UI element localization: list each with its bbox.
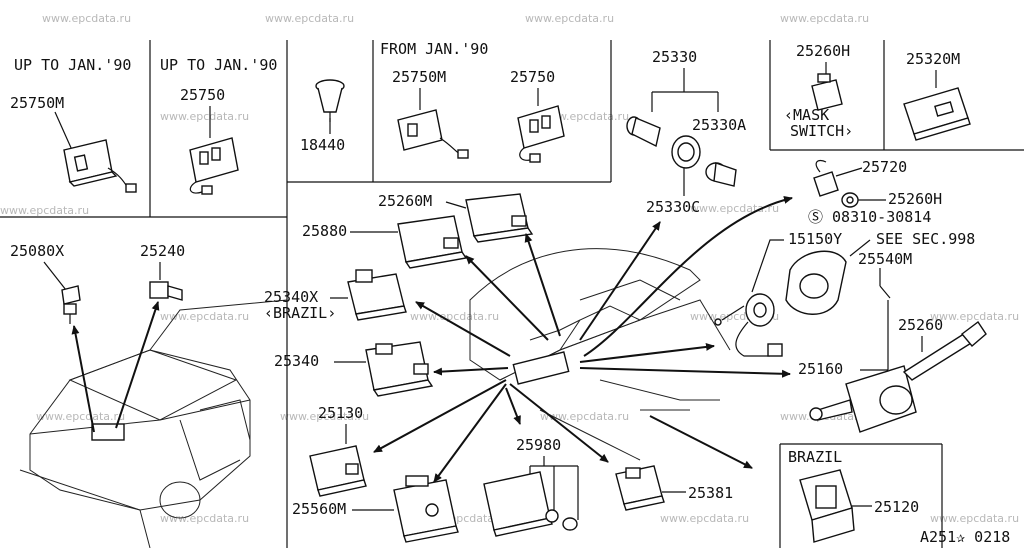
- label-25340X: 25340X: [264, 288, 318, 306]
- svg-text:www.epcdata.ru: www.epcdata.ru: [930, 310, 1019, 323]
- switch-25130: [309, 445, 367, 497]
- switch-25340X: [347, 269, 407, 321]
- label-25260: 25260: [898, 316, 943, 334]
- label-25540M: 25540M: [858, 250, 912, 268]
- svg-text:www.epcdata.ru: www.epcdata.ru: [660, 512, 749, 525]
- label-25560M: 25560M: [292, 500, 346, 518]
- label-25080X: 25080X: [10, 242, 64, 260]
- sensor-25240: [149, 281, 183, 301]
- switch-25560M: [393, 475, 459, 543]
- label-25330: 25330: [652, 48, 697, 66]
- label-25980: 25980: [516, 436, 561, 454]
- lighter-ring: [671, 135, 701, 169]
- label-25880: 25880: [302, 222, 347, 240]
- label-15150Y: 15150Y: [788, 230, 842, 248]
- lighter-element: [626, 116, 661, 148]
- lighter-socket: [705, 162, 737, 187]
- label-25750M-a: 25750M: [10, 94, 64, 112]
- location-arrows: [373, 195, 793, 483]
- label-25340: 25340: [274, 352, 319, 370]
- outlet-25750M-a: [63, 139, 137, 193]
- label-25320M: 25320M: [906, 50, 960, 68]
- panel-header-up-to-jan90-a: UP TO JAN.'90: [14, 56, 131, 74]
- switch-25880: [397, 215, 468, 269]
- mask-switch-25260H: [811, 73, 843, 111]
- outlet-25750-a: [189, 137, 239, 195]
- label-25330A: 25330A: [692, 116, 746, 134]
- switch-25120: [799, 469, 855, 543]
- switch-25980: [483, 471, 578, 537]
- switch-25340: [365, 341, 434, 397]
- label-25130: 25130: [318, 404, 363, 422]
- svg-text:www.epcdata.ru: www.epcdata.ru: [36, 410, 125, 423]
- vehicle-sketch: [19, 299, 288, 548]
- mask-switch-note: ‹MASK SWITCH›: [784, 106, 853, 140]
- panel-borders: [0, 40, 1024, 548]
- label-25120: 25120: [874, 498, 919, 516]
- svg-text:www.epcdata.ru: www.epcdata.ru: [265, 12, 354, 25]
- label-25381: 25381: [688, 484, 733, 502]
- svg-text:www.epcdata.ru: www.epcdata.ru: [42, 12, 131, 25]
- svg-text:www.epcdata.ru: www.epcdata.ru: [930, 512, 1019, 525]
- diagram-id: A251✰ 0218: [920, 528, 1010, 546]
- watermarks: www.epcdata.ru www.epcdata.ru www.epcdat…: [0, 12, 1019, 525]
- switch-25381: [615, 465, 665, 511]
- label-08310-30814: Ⓢ 08310-30814: [808, 208, 931, 226]
- dashboard-sketch: [469, 248, 731, 461]
- svg-text:www.epcdata.ru: www.epcdata.ru: [540, 110, 629, 123]
- mask-switch-line-2: SWITCH›: [790, 122, 853, 140]
- label-see-sec-998: SEE SEC.998: [876, 230, 975, 248]
- svg-text:www.epcdata.ru: www.epcdata.ru: [280, 410, 369, 423]
- outlet-25750-b: [517, 105, 565, 163]
- sensor-25080X: [61, 285, 81, 324]
- clip-18440: [315, 79, 345, 122]
- switch-25720: [813, 159, 839, 197]
- panel-header-up-to-jan90-b: UP TO JAN.'90: [160, 56, 277, 74]
- panel-header-from-jan90: FROM JAN.'90: [380, 40, 488, 58]
- panel-header-brazil: BRAZIL: [788, 448, 842, 466]
- label-25260M: 25260M: [378, 192, 432, 210]
- ignition-switch-15150Y: [714, 293, 783, 357]
- svg-text:www.epcdata.ru: www.epcdata.ru: [780, 12, 869, 25]
- svg-text:www.epcdata.ru: www.epcdata.ru: [690, 202, 779, 215]
- svg-text:www.epcdata.ru: www.epcdata.ru: [160, 310, 249, 323]
- label-25720: 25720: [862, 158, 907, 176]
- svg-text:www.epcdata.ru: www.epcdata.ru: [0, 204, 89, 217]
- label-25750-a: 25750: [180, 86, 225, 104]
- label-25330C: 25330C: [646, 198, 700, 216]
- switch-25320M: [903, 87, 971, 141]
- svg-text:www.epcdata.ru: www.epcdata.ru: [540, 410, 629, 423]
- switch-25260M: [465, 193, 534, 243]
- label-25260H-a: 25260H: [796, 42, 850, 60]
- outlet-25750M-b: [397, 109, 469, 159]
- label-25260H-b: 25260H: [888, 190, 942, 208]
- label-25750-b: 25750: [510, 68, 555, 86]
- combination-switch-25160: [809, 320, 987, 433]
- label-18440: 18440: [300, 136, 345, 154]
- label-25750M-b: 25750M: [392, 68, 446, 86]
- label-25240: 25240: [140, 242, 185, 260]
- svg-text:www.epcdata.ru: www.epcdata.ru: [160, 110, 249, 123]
- label-25160: 25160: [798, 360, 843, 378]
- svg-text:www.epcdata.ru: www.epcdata.ru: [160, 512, 249, 525]
- steering-lock-25540M: [785, 250, 847, 315]
- nut-25260H: [841, 192, 859, 208]
- label-brazil-paren: ‹BRAZIL›: [264, 304, 336, 322]
- svg-text:www.epcdata.ru: www.epcdata.ru: [525, 12, 614, 25]
- svg-text:www.epcdata.ru: www.epcdata.ru: [410, 310, 499, 323]
